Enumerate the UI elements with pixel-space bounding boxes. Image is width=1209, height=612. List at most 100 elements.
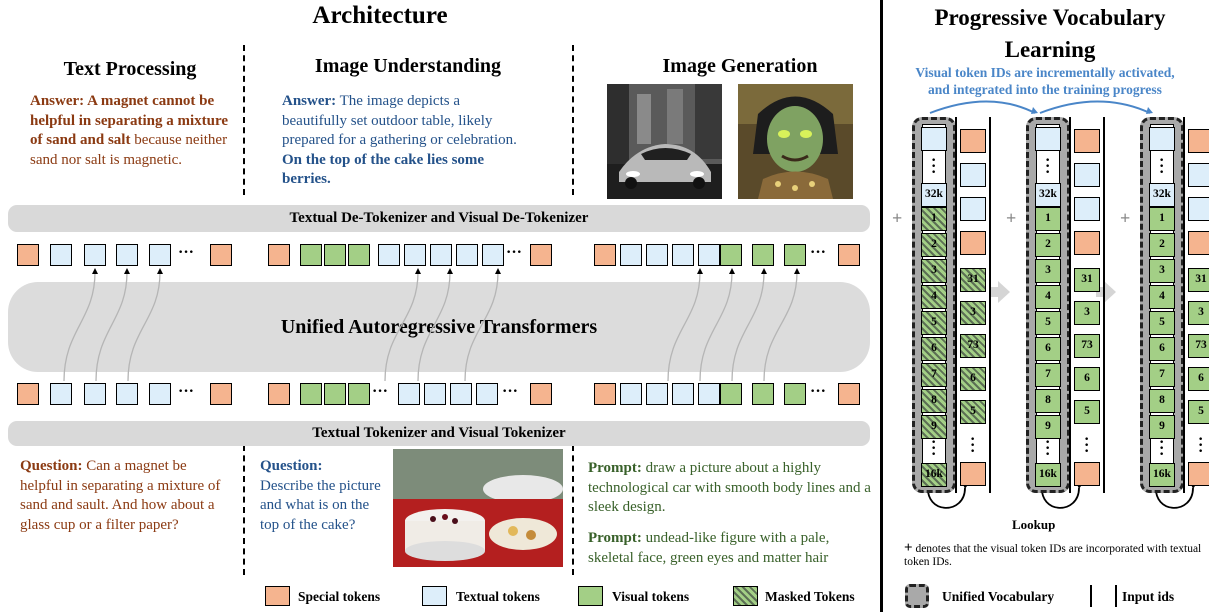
separator-1 — [243, 45, 245, 195]
plus-note: + denotes that the visual token IDs are … — [904, 540, 1204, 569]
textual-token — [672, 383, 694, 405]
visual-id: 5 — [1149, 311, 1175, 335]
visual-id: 4 — [1149, 285, 1175, 309]
text-question-rest: Can a magnet be helpful in separating a … — [20, 458, 221, 533]
textual-id-32k: 32k — [1149, 183, 1175, 207]
legend-input-label: Input ids — [1122, 589, 1175, 604]
vocab-caption-line2: and integrated into the training progres… — [928, 82, 1162, 97]
visual-id: 5 — [1035, 311, 1061, 335]
input-masked-id: 73 — [960, 334, 986, 358]
understanding-question: Question: Describe the picture and what … — [260, 457, 390, 535]
input-visual-id: 73 — [1188, 334, 1209, 358]
input-masked-id: 31 — [960, 268, 986, 292]
textual-token — [149, 244, 171, 266]
input-special-cell — [1074, 231, 1100, 255]
input-special-cell — [960, 462, 986, 486]
legend-input-swatch-2 — [1115, 585, 1117, 607]
text-answer-rest: because neither sand nor salt is magneti… — [30, 132, 228, 168]
visual-id: 7 — [1035, 363, 1061, 387]
visual-id: 9 — [1035, 415, 1061, 439]
understanding-answer-label: Answer: — [282, 93, 337, 109]
special-token — [268, 383, 290, 405]
visual-id: 6 — [1149, 337, 1175, 361]
ellipsis: ··· — [506, 244, 523, 261]
ellipsis: ··· — [810, 244, 827, 261]
textual-token — [646, 244, 668, 266]
text-answer: Answer: A magnet cannot be helpful in se… — [30, 92, 235, 170]
visual-id: 2 — [1035, 233, 1061, 257]
main-divider — [880, 0, 883, 612]
section-image-understanding: Image Understanding — [314, 55, 502, 77]
textual-token — [149, 383, 171, 405]
plus-icon: + — [1120, 208, 1131, 228]
special-token — [210, 383, 232, 405]
legend-masked-label: Masked Tokens — [765, 589, 855, 604]
visual-id: 7 — [1149, 363, 1175, 387]
prompt-undead-rest: undead-like figure with a pale, skeletal… — [588, 530, 830, 566]
understanding-answer-bold: On the top of the cake lies some berries… — [282, 151, 485, 188]
masked-visual-id: 3 — [921, 259, 947, 283]
input-visual-id: 6 — [1188, 367, 1209, 391]
input-visual-id: 5 — [1188, 400, 1209, 424]
separator-1-bottom — [243, 445, 245, 575]
prompt-car-label: Prompt: — [588, 460, 642, 476]
understanding-question-rest: Describe the picture and what is on the … — [260, 477, 381, 533]
visual-id: 3 — [1149, 259, 1175, 283]
input-textual-cell — [1074, 163, 1100, 187]
masked-visual-id: 5 — [921, 311, 947, 335]
visual-id: 3 — [1035, 259, 1061, 283]
textual-token — [50, 244, 72, 266]
vertical-ellipsis: · · · — [931, 152, 937, 181]
legend-textual-swatch — [422, 586, 447, 606]
textual-token — [698, 244, 720, 266]
textual-token — [378, 244, 400, 266]
visual-id-16k: 16k — [921, 463, 947, 487]
prompt-undead: Prompt: undead-like figure with a pale, … — [588, 529, 878, 568]
input-special-cell — [960, 231, 986, 255]
special-token — [530, 383, 552, 405]
legend-unified-swatch — [905, 584, 929, 608]
textual-token — [476, 383, 498, 405]
textual-token — [84, 244, 106, 266]
input-textual-cell — [960, 197, 986, 221]
prompt-car-rest: draw a picture about a highly technologi… — [588, 460, 871, 515]
ellipsis: ··· — [810, 383, 827, 400]
progressive-vocab-title-line2: Learning — [1004, 37, 1096, 62]
special-token — [268, 244, 290, 266]
textual-token — [84, 383, 106, 405]
separator-2-bottom — [572, 445, 574, 575]
textual-token — [404, 244, 426, 266]
visual-id: 9 — [1149, 415, 1175, 439]
progressive-vocab-title: Progressive Vocabulary Learning — [890, 2, 1209, 66]
legend-unified-label: Unified Vocabulary — [942, 589, 1055, 604]
vertical-ellipsis: · · · — [970, 431, 976, 460]
visual-id: 8 — [1035, 389, 1061, 413]
textual-token — [424, 383, 446, 405]
textual-token — [646, 383, 668, 405]
input-special-cell — [1188, 129, 1209, 153]
input-textual-cell — [1074, 197, 1100, 221]
input-visual-id: 3 — [1074, 301, 1100, 325]
legend-textual-label: Textual tokens — [456, 589, 540, 604]
legend-visual-label: Visual tokens — [612, 589, 690, 604]
visual-token — [348, 244, 370, 266]
legend-visual-swatch — [578, 586, 603, 606]
textual-token — [450, 383, 472, 405]
understanding-question-label: Question: — [260, 458, 323, 474]
progressive-vocab-title-line1: Progressive Vocabulary — [934, 5, 1166, 30]
vertical-ellipsis: · · · — [1159, 434, 1165, 463]
vertical-ellipsis: · · · — [1045, 434, 1051, 463]
input-id-line — [955, 117, 957, 493]
visual-token — [752, 383, 774, 405]
vocab-caption-line1: Visual token IDs are incrementally activ… — [915, 65, 1175, 80]
visual-token — [300, 383, 322, 405]
understanding-answer: Answer: The image depicts a beautifully … — [282, 92, 522, 190]
visual-id-16k: 16k — [1035, 463, 1061, 487]
input-visual-id: 6 — [1074, 367, 1100, 391]
visual-token — [720, 244, 742, 266]
section-text-processing: Text Processing — [63, 58, 197, 80]
generated-car-image — [607, 84, 722, 199]
plus-icon: + — [904, 540, 913, 556]
input-visual-id: 5 — [1074, 400, 1100, 424]
vertical-ellipsis: · · · — [1159, 152, 1165, 181]
